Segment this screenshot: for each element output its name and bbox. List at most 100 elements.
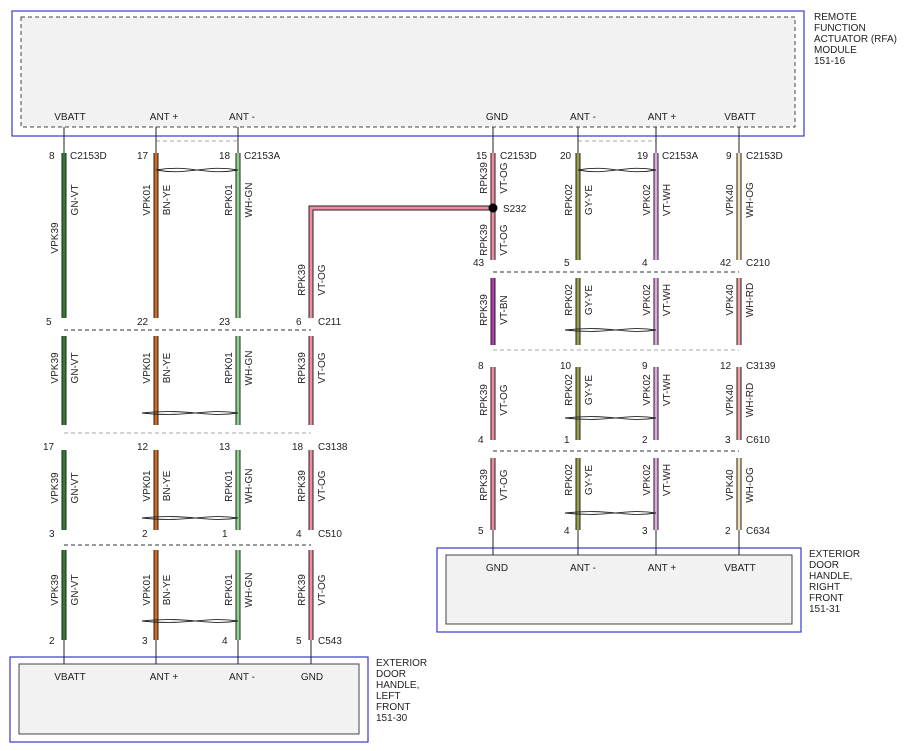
lbl-vpk39-l-a: VPK39 bbox=[50, 222, 61, 254]
right-pin-numbers: 15 C2153D 20 19 C2153A 9 C2153D 43 5 4 4… bbox=[473, 151, 783, 537]
lbl-vtog-r-d: VT-OG bbox=[499, 469, 510, 500]
pin-l-c543-2: 2 bbox=[49, 636, 55, 647]
lbl-vpk40-r-b: VPK40 bbox=[725, 284, 736, 316]
twist-left-2 bbox=[141, 411, 239, 415]
conn-r-c2153d-b: C2153D bbox=[746, 151, 783, 162]
lbl-vpk39-l-c: VPK39 bbox=[50, 472, 61, 504]
pin-r-c210-43: 43 bbox=[473, 258, 485, 269]
lbl-gyye-r-c: GY-YE bbox=[584, 375, 595, 406]
conn-r-c610: C610 bbox=[746, 435, 770, 446]
lbl-vpk02-r-b: VPK02 bbox=[642, 284, 653, 316]
pin-r-c2153d-9: 9 bbox=[726, 151, 732, 162]
lbl-rpk01-l-b: RPK01 bbox=[224, 352, 235, 384]
lbl-whgn-l-a: WH-GN bbox=[244, 183, 255, 218]
conn-r-c3139: C3139 bbox=[746, 361, 776, 372]
pin-r-c3139-9: 9 bbox=[642, 361, 648, 372]
rfa-name-line-4: MODULE bbox=[814, 45, 857, 56]
lbl-vpk39-l-b: VPK39 bbox=[50, 352, 61, 384]
wire-rpk39-left bbox=[308, 205, 493, 640]
left-handle-pin-gnd: GND bbox=[301, 672, 323, 683]
left-handle-pin-ant-plus: ANT + bbox=[150, 672, 179, 683]
twist-right-3 bbox=[564, 416, 657, 420]
lbl-rpk01-l-a: RPK01 bbox=[224, 184, 235, 216]
left-front-handle: EXTERIOR DOOR HANDLE, LEFT FRONT 151-30 … bbox=[9, 656, 427, 743]
lbl-gyye-r-a: GY-YE bbox=[584, 185, 595, 216]
lbl-rpk01-l-c: RPK01 bbox=[224, 470, 235, 502]
right-handle-name-line-5: FRONT bbox=[809, 593, 843, 604]
rfa-pin-ant-plus-left: ANT + bbox=[150, 112, 179, 123]
lbl-rpk02-r-c: RPK02 bbox=[564, 374, 575, 406]
right-handle-name-line-3: HANDLE, bbox=[809, 571, 852, 582]
right-handle-body bbox=[445, 554, 793, 625]
left-handle-name-line-6: 151-30 bbox=[376, 713, 408, 724]
rfa-module-body bbox=[20, 16, 796, 128]
right-handle-name-line-2: DOOR bbox=[809, 560, 839, 571]
pin-l-c510-2: 2 bbox=[142, 529, 148, 540]
twist-right-2 bbox=[564, 328, 657, 332]
twist-right-1 bbox=[577, 167, 657, 173]
lbl-whrd-r-c: WH-RD bbox=[745, 383, 756, 417]
lbl-whog-r-a: WH-OG bbox=[745, 182, 756, 218]
pin-l-c211-22: 22 bbox=[137, 317, 149, 328]
wire-labels-right: RPK39 VT-OG RPK39 VT-OG RPK39 VT-BN RPK3… bbox=[479, 162, 756, 503]
pin-r-c610-1: 1 bbox=[564, 435, 570, 446]
pin-l-c211-23: 23 bbox=[219, 317, 231, 328]
left-handle-pin-vbatt: VBATT bbox=[54, 672, 85, 683]
splice-s232: S232 bbox=[488, 203, 527, 215]
rfa-name-line-2: FUNCTION bbox=[814, 23, 866, 34]
conn-l-c3138: C3138 bbox=[318, 442, 348, 453]
right-handle-name-line-6: 151-31 bbox=[809, 604, 841, 615]
lbl-vpk02-r-d: VPK02 bbox=[642, 464, 653, 496]
pin-r-c634-4: 4 bbox=[564, 526, 570, 537]
pin-r-c3139-8: 8 bbox=[478, 361, 484, 372]
lbl-whgn-l-d: WH-GN bbox=[244, 573, 255, 608]
lbl-rpk02-r-d: RPK02 bbox=[564, 464, 575, 496]
left-handle-pin-ant-minus: ANT - bbox=[229, 672, 255, 683]
pin-l-c510-3: 3 bbox=[49, 529, 55, 540]
conn-r-c634: C634 bbox=[746, 526, 770, 537]
pin-l-c543-3: 3 bbox=[142, 636, 148, 647]
lbl-whog-r-d: WH-OG bbox=[745, 467, 756, 503]
pin-l-c211-6: 6 bbox=[296, 317, 302, 328]
pin-l-c2153a-18: 18 bbox=[219, 151, 231, 162]
rfa-pin-ant-minus-right: ANT - bbox=[570, 112, 596, 123]
lbl-vtwh-r-a: VT-WH bbox=[662, 184, 673, 216]
rfa-name-line-1: REMOTE bbox=[814, 12, 857, 23]
left-handle-name-line-1: EXTERIOR bbox=[376, 658, 427, 669]
rfa-pin-vbatt-left: VBATT bbox=[54, 112, 85, 123]
lbl-vpk40-r-a: VPK40 bbox=[725, 184, 736, 216]
lbl-rpk02-r-a: RPK02 bbox=[564, 184, 575, 216]
rfa-pin-ant-minus-left: ANT - bbox=[229, 112, 255, 123]
pin-l-c3138-12: 12 bbox=[137, 442, 149, 453]
wire-rpk39-l-1 bbox=[309, 206, 493, 318]
pin-r-c634-3: 3 bbox=[642, 526, 648, 537]
twist-left-4 bbox=[141, 619, 239, 623]
conn-r-c2153a: C2153A bbox=[662, 151, 698, 162]
lbl-vtog-l-d: VT-OG bbox=[317, 574, 328, 605]
lbl-vpk01-l-c: VPK01 bbox=[142, 470, 153, 502]
pin-l-c211-5: 5 bbox=[46, 317, 52, 328]
conn-l-c543: C543 bbox=[318, 636, 342, 647]
pin-r-c210-4: 4 bbox=[642, 258, 648, 269]
pin-l-c3138-17: 17 bbox=[43, 442, 55, 453]
rfa-module-outline bbox=[11, 10, 805, 137]
pin-r-c2153a-19: 19 bbox=[637, 151, 649, 162]
right-handle-outline bbox=[436, 547, 802, 633]
lbl-vtwh-r-c: VT-WH bbox=[662, 374, 673, 406]
conn-l-c211: C211 bbox=[318, 317, 342, 328]
lbl-vpk01-l-d: VPK01 bbox=[142, 574, 153, 606]
lbl-whrd-r-b: WH-RD bbox=[745, 283, 756, 317]
lbl-vpk39-l-d: VPK39 bbox=[50, 574, 61, 606]
right-handle-pin-gnd: GND bbox=[486, 563, 508, 574]
left-handle-name-line-2: DOOR bbox=[376, 669, 406, 680]
lbl-vpk40-r-c: VPK40 bbox=[725, 384, 736, 416]
wire-stubs bbox=[63, 127, 740, 664]
conn-r-c210: C210 bbox=[746, 258, 770, 269]
rfa-pin-vbatt-right: VBATT bbox=[724, 112, 755, 123]
lbl-vpk02-r-a: VPK02 bbox=[642, 184, 653, 216]
lbl-vtog-l-a: VT-OG bbox=[317, 264, 328, 295]
left-pin-numbers: 8 C2153D 17 18 C2153A 5 22 23 6 C211 17 … bbox=[43, 151, 348, 647]
pin-r-c3139-12: 12 bbox=[720, 361, 732, 372]
lbl-vtog-r-c: VT-OG bbox=[499, 384, 510, 415]
